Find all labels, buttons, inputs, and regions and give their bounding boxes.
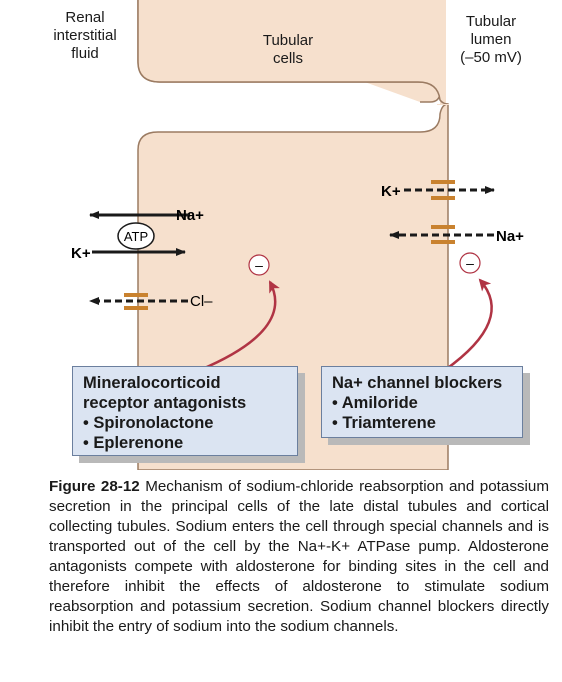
atp-label: ATP <box>124 229 148 244</box>
na-channel-blockers-box: Na+ channel blockers • Amiloride • Triam… <box>321 366 523 438</box>
k-channel-lower <box>431 196 455 200</box>
atp-pump <box>117 222 155 250</box>
lumen-line-3: (–50 mV) <box>460 49 522 66</box>
cl-channel-lower <box>124 306 148 310</box>
na-channel-lower <box>431 240 455 244</box>
lumen-line-1: Tubular <box>465 13 517 30</box>
amiloride-item: • Amiloride <box>332 394 418 412</box>
curve-arrow-right <box>444 278 493 372</box>
inhibition-circle-right <box>459 252 481 274</box>
minus-left: – <box>255 257 263 273</box>
lumen-line-2: lumen <box>470 31 512 48</box>
spironolactone-item: • Spironolactone <box>83 414 214 432</box>
cl-label: Cl– <box>190 293 213 310</box>
triamterene-item: • Triamterene <box>332 414 436 432</box>
mineralocorticoid-box: Mineralocorticoid receptor antagonists •… <box>72 366 298 456</box>
blockers-title: Na+ channel blockers <box>332 374 503 392</box>
na-left-label: Na+ <box>176 207 204 224</box>
tubular-cells-line-2: cells <box>272 50 303 67</box>
curve-arrow-left <box>199 280 280 372</box>
inhibition-circle-left <box>248 254 270 276</box>
eplerenone-item: • Eplerenone <box>83 434 184 452</box>
k-left-label: K+ <box>71 245 91 262</box>
na-right-label: Na+ <box>496 228 524 245</box>
tubular-lumen-label: Tubular lumen (–50 mV) <box>448 13 534 67</box>
renal-line-3: fluid <box>71 45 99 62</box>
tubular-cells-label: Tubular cells <box>248 32 328 68</box>
renal-interstitial-label: Renal interstitial fluid <box>42 9 128 63</box>
minus-right: – <box>466 255 474 271</box>
renal-line-1: Renal <box>65 9 105 26</box>
figure-caption: Figure 28-12 Mechanism of sodium-chlorid… <box>49 477 549 637</box>
tubular-cells-line-1: Tubular <box>262 32 314 49</box>
figure-label: Figure 28-12 <box>49 478 140 495</box>
mineralo-line-1: Mineralocorticoid <box>83 374 221 392</box>
renal-line-2: interstitial <box>53 27 117 44</box>
caption-text: Mechanism of sodium-chloride reabsorptio… <box>49 478 549 635</box>
cl-channel-upper <box>124 293 148 297</box>
k-channel-upper <box>431 180 455 184</box>
k-right-label: K+ <box>381 183 401 200</box>
na-channel-upper <box>431 225 455 229</box>
mineralo-line-2: receptor antagonists <box>83 394 247 412</box>
